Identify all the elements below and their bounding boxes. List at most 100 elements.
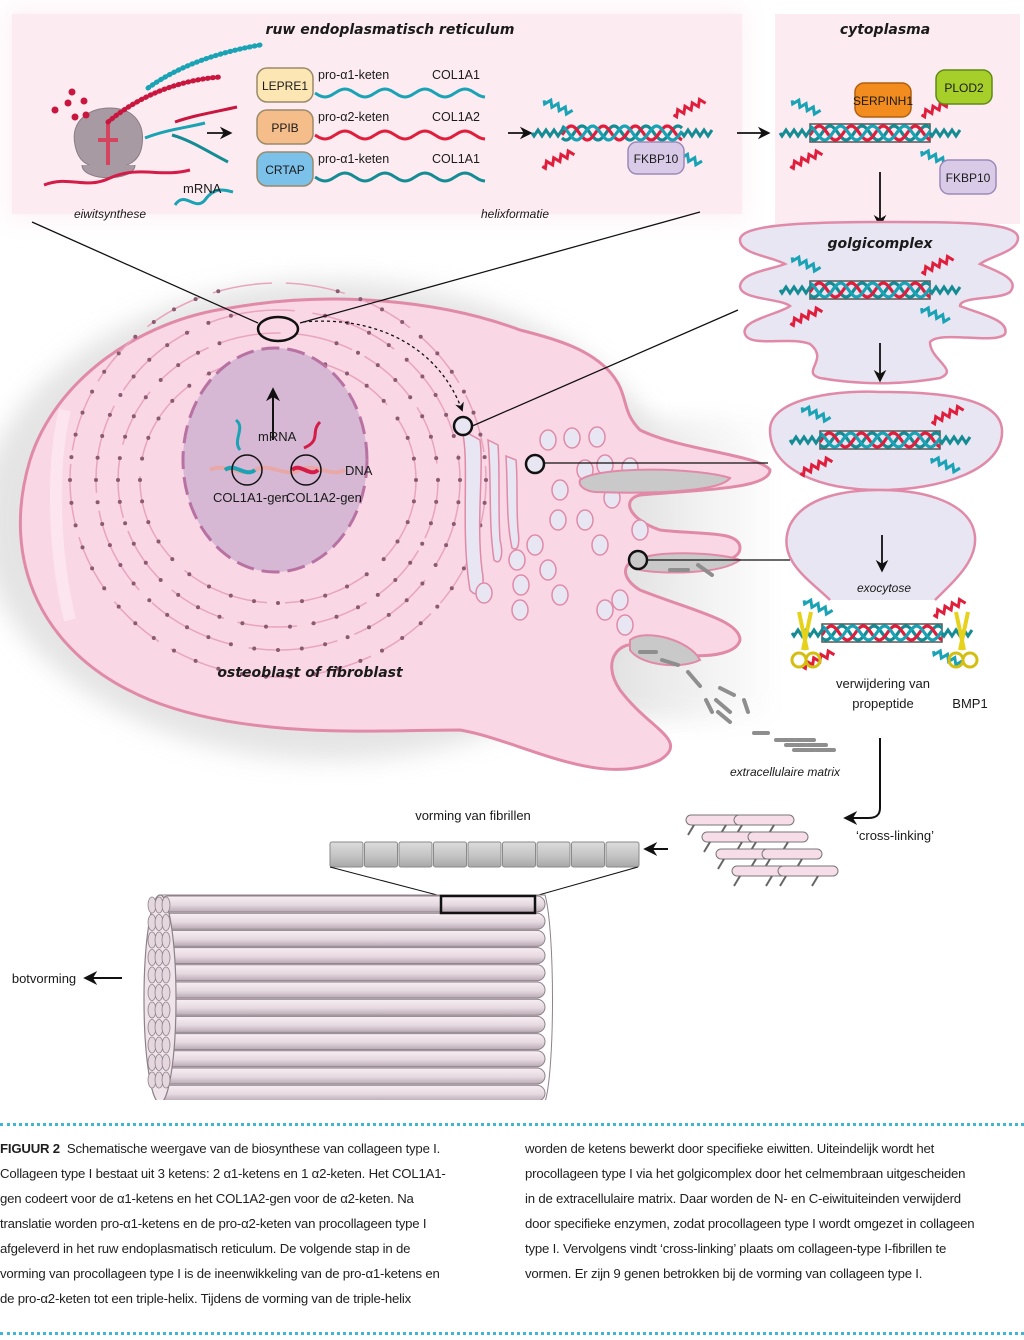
crosslink-bond [717,858,725,870]
ribosome-dot [151,636,156,640]
propeptide-removal-line1: verwijdering van [836,676,930,691]
fiber-rod [159,1084,546,1100]
mrna-strand [173,188,234,206]
ribosome-dot [433,393,438,397]
ribosome-dot [158,578,163,582]
rer-panel: ruw endoplasmatisch reticulum [6,8,746,220]
ribosome-dot [300,599,304,604]
ribosome-dot [405,435,410,440]
caption-line: afgeleverd in het ruw endoplasmatisch re… [0,1241,411,1256]
fibril-segments [329,841,640,868]
ribosome-dot [418,621,423,626]
ribosome-dot [117,456,122,461]
ribosome-dot [207,371,211,376]
ribosome-dot [131,414,136,419]
fibril-segment [433,841,467,868]
fiber-rod [159,981,546,999]
nucleus-mrna-alpha2 [303,420,322,450]
ribosome-dot [228,313,233,318]
chaperone-label: LEPRE1 [262,79,308,93]
vesicle [551,479,569,501]
triple-helix-rer [530,97,714,171]
triple-helix-secreted [790,597,974,671]
ribosome-dot [395,539,400,544]
crosslink-label: ‘cross-linking’ [856,828,934,843]
ribosome-dot [471,410,476,415]
chaperone-box [256,109,314,145]
protein-synthesis-label: eiwitsynthese [74,207,146,221]
ribosome-dot [449,586,454,591]
caption-top-rule [0,1123,1024,1126]
exocytosis-vesicle [785,488,977,601]
ribosome-dot [95,455,100,460]
fiber-rod [159,1050,546,1068]
svg-text:PLOD2: PLOD2 [944,81,984,95]
fibril-segment [364,841,398,868]
caption-left-column: FIGUUR 2 Schematische weergave van de bi… [0,1136,500,1311]
collagen-molecule [733,814,795,826]
caption-bottom-rule [0,1332,1024,1335]
fiber-rod [159,964,546,982]
collagen-fiber-bundle [143,894,553,1100]
vesicle [551,584,569,606]
ribosome-dot [428,521,433,526]
bone-formation-label: botvorming [12,971,76,986]
caption-line: Collageen type I bestaat uit 3 ketens: 2… [0,1166,446,1181]
svg-text:FKBP10: FKBP10 [634,152,679,166]
helix-tail [800,404,832,424]
fiber-rod [159,1067,546,1085]
ribosome-dot [456,455,461,460]
ribosome-dot [444,412,449,417]
ribosome-dot [156,416,161,421]
helix-strand [561,124,684,142]
fiber-end [161,1036,171,1054]
ribosome-dot [193,297,198,302]
chain-strand [314,87,486,99]
ribosome-dot [107,543,112,548]
vesicle [539,559,557,581]
ribosome-dot [140,499,145,504]
ribosome-dot [276,601,280,605]
ribosome-dot [94,478,98,482]
ribosome-dot [228,593,233,598]
ribosome-dot [140,456,145,461]
caption-line: de pro-α2-keten tot een triple-helix. Ti… [0,1291,411,1306]
cell-golgi [460,428,520,595]
ribosome-dot [206,635,211,640]
fiber-rod [159,1033,546,1051]
arrow-to-crosslinking [843,738,881,825]
ribosome-dot [435,604,440,609]
nucleus-mrna-alpha1 [234,418,242,451]
ribosome-dot [117,499,122,504]
helix-tail [920,305,951,325]
chaperone-label: CRTAP [265,163,305,177]
ribosome-dot [133,621,138,626]
callout-circles [256,315,649,571]
ribosome-dot [393,378,398,382]
fkbp10-cytoplasm-badge: FKBP10 [939,159,997,195]
helix-tail [789,148,824,171]
ribosome-dot [356,605,360,610]
ribosome-dot [176,363,181,368]
ribosome-dot [404,598,409,603]
ribosome-dot [133,334,138,339]
ribosome-dot [420,541,425,546]
plod2-badge: PLOD2 [935,69,993,105]
vesicle [611,589,629,611]
serpinh1-badge: SERPINH1 [853,82,913,118]
ecm-pockets [578,468,743,667]
ribosome-dot [358,297,363,302]
fibril-segment [398,841,433,868]
dna-label: DNA [345,463,373,478]
helix-tail [932,597,967,620]
propeptide-removal-line2: propeptide [852,696,913,711]
ribosome-dot [107,412,112,417]
ribosome-dot [216,289,221,294]
crosslink-bond [811,875,819,887]
vesicle [539,429,557,451]
fiber-end [161,984,171,1001]
ribosome-dot [217,614,222,619]
ribosome-dot [172,648,176,653]
gene-label: COL1A1 [432,68,480,82]
